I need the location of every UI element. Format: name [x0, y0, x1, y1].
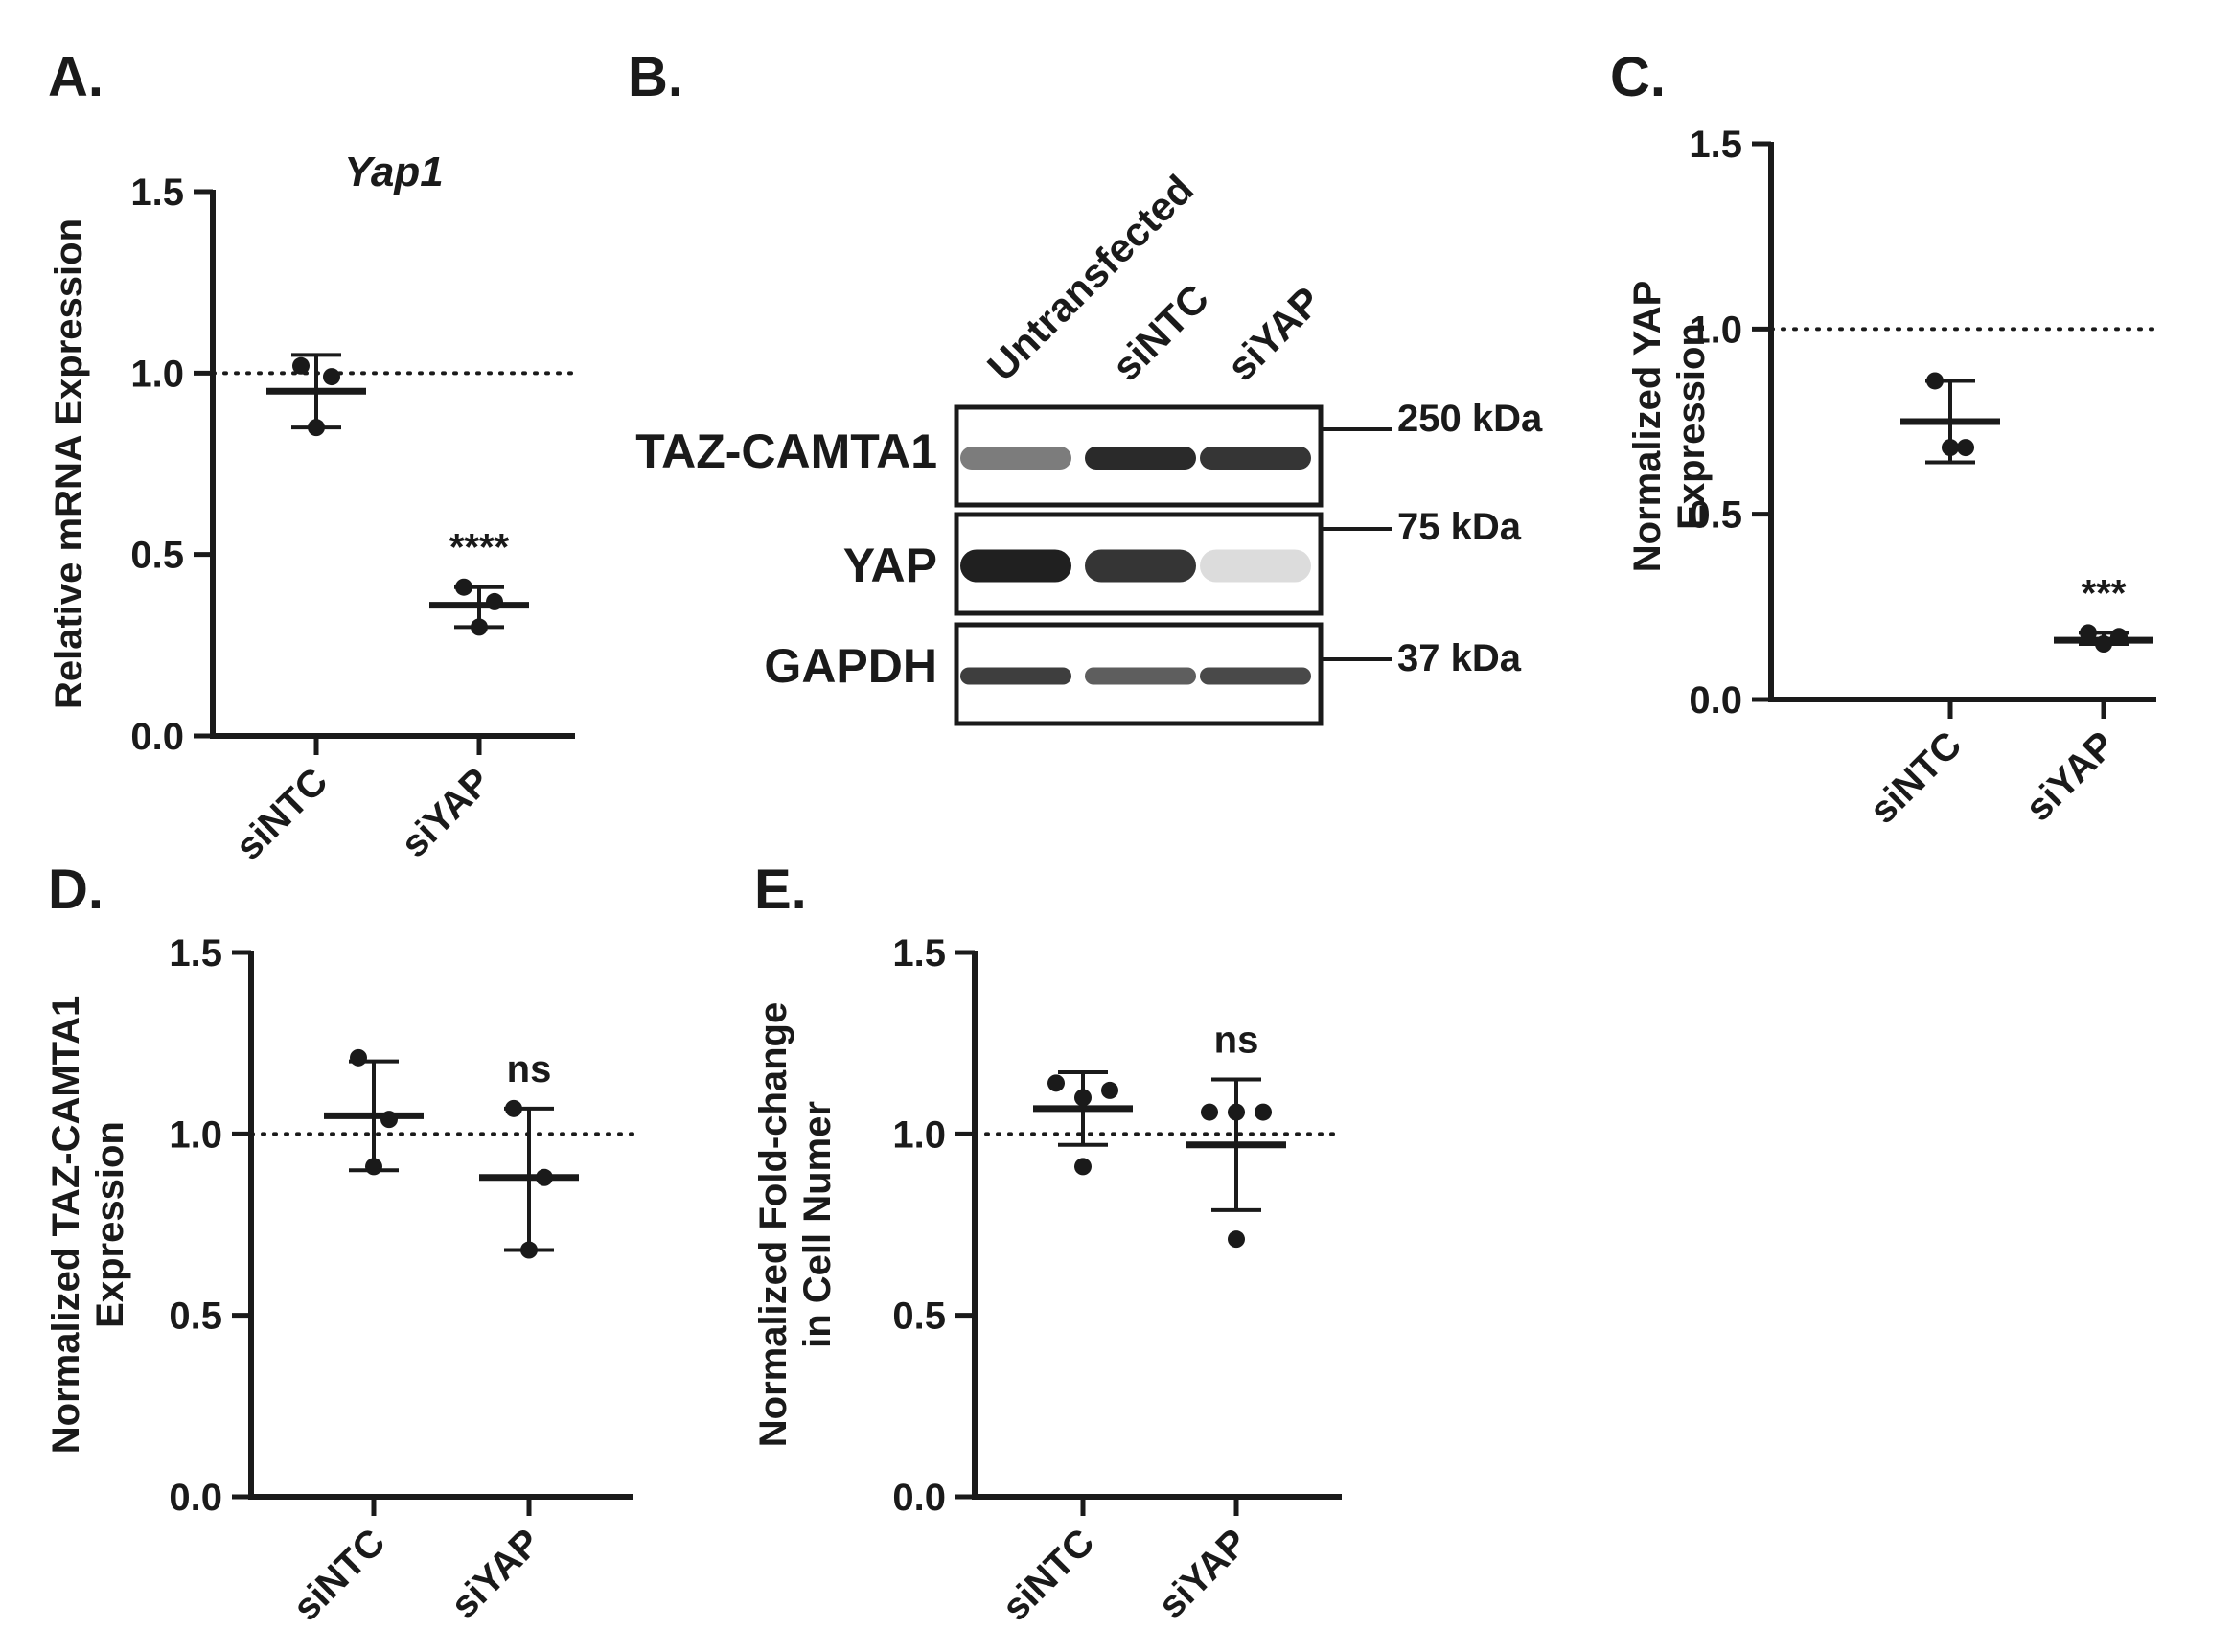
x-tick-label: siNTC [1862, 723, 1970, 832]
significance-label: *** [2082, 572, 2127, 614]
data-point [2095, 635, 2112, 653]
y-tick-label: 1.5 [892, 932, 946, 975]
x-tick-label: siNTC [995, 1521, 1103, 1629]
protein-label: GAPDH [764, 639, 937, 693]
data-point [1228, 1230, 1245, 1249]
data-point [1074, 1089, 1092, 1107]
y-axis-label-line: Expression [89, 1121, 131, 1328]
x-tick-label: siYAP [443, 1521, 548, 1626]
y-axis-label-line: Normalized Fold-change [752, 1002, 794, 1448]
panel-letter: C. [1610, 46, 1666, 108]
data-point [471, 618, 488, 636]
panel-letter: B. [628, 46, 683, 108]
data-point [350, 1048, 367, 1067]
lane-label: siYAP [1218, 278, 1329, 389]
protein-label: TAZ-CAMTA1 [635, 424, 937, 478]
blot-band [960, 667, 1071, 685]
y-tick-label: 1.0 [169, 1113, 222, 1156]
y-tick-label: 1.5 [169, 932, 222, 975]
data-point [323, 368, 340, 386]
y-axis-label-line: Normalized YAP [1626, 281, 1669, 573]
y-axis-label: Normalized YAPExpression [1626, 281, 1713, 573]
marker-label: 250 kDa [1397, 398, 1543, 440]
lane-label: siNTC [1103, 275, 1217, 389]
data-point [365, 1158, 382, 1176]
y-axis-label: Relative mRNA Expression [48, 218, 90, 709]
y-axis-label: Normalized Fold-changein Cell Numer [752, 1002, 839, 1448]
data-point [486, 592, 503, 610]
significance-label: ns [507, 1048, 552, 1090]
x-tick-label: siYAP [2017, 723, 2123, 829]
y-tick-label: 0.0 [892, 1477, 946, 1519]
panel-letter: D. [48, 859, 104, 921]
data-point [1101, 1081, 1118, 1099]
data-point [455, 578, 472, 596]
y-tick-label: 1.0 [130, 353, 184, 395]
blot-band [1200, 447, 1311, 470]
data-point [308, 419, 325, 437]
y-axis-label-line: in Cell Numer [796, 1101, 839, 1348]
data-point [1957, 439, 1974, 457]
data-point [1228, 1103, 1245, 1121]
protein-label: YAP [843, 539, 937, 592]
blot-band [960, 549, 1071, 583]
y-axis-label: Normalized TAZ-CAMTA1Expression [45, 996, 131, 1455]
y-tick-label: 0.5 [892, 1296, 946, 1338]
y-tick-label: 1.5 [1689, 124, 1742, 166]
blot-band [1200, 667, 1311, 685]
panel-letter: A. [48, 46, 104, 108]
y-tick-label: 0.0 [130, 716, 184, 758]
x-tick-label: siNTC [228, 760, 336, 868]
y-tick-label: 0.0 [1689, 679, 1742, 722]
x-tick-label: siNTC [286, 1521, 394, 1629]
x-tick-label: siYAP [1150, 1521, 1255, 1626]
y-tick-label: 1.0 [1689, 309, 1742, 351]
y-tick-label: 0.0 [169, 1477, 222, 1519]
blot-band [960, 447, 1071, 470]
data-point [2110, 628, 2128, 646]
data-point [2080, 624, 2097, 642]
y-tick-label: 1.5 [130, 172, 184, 214]
data-point [1074, 1158, 1092, 1176]
data-point [520, 1241, 538, 1259]
chart-title: Yap1 [344, 149, 444, 195]
y-axis-label-line: Normalized TAZ-CAMTA1 [45, 996, 87, 1455]
data-point [1201, 1103, 1218, 1121]
panel-letter: E. [754, 859, 807, 921]
data-point [505, 1099, 522, 1117]
blot-band [1085, 447, 1196, 470]
x-tick-label: siYAP [393, 760, 498, 865]
blot-band [1085, 549, 1196, 583]
data-point [292, 356, 310, 375]
significance-label: **** [449, 527, 510, 569]
data-point [1926, 372, 1944, 390]
data-point [380, 1111, 398, 1129]
y-tick-label: 0.5 [130, 535, 184, 577]
significance-label: ns [1214, 1020, 1259, 1062]
marker-label: 75 kDa [1397, 506, 1522, 548]
data-point [536, 1168, 553, 1186]
marker-label: 37 kDa [1397, 637, 1522, 679]
data-point [1942, 439, 1959, 457]
y-tick-label: 0.5 [1689, 494, 1742, 537]
y-tick-label: 0.5 [169, 1296, 222, 1338]
blot-band [1200, 549, 1311, 583]
data-point [1047, 1074, 1065, 1092]
blot-band [1085, 667, 1196, 685]
y-axis-label-line: Expression [1670, 323, 1713, 530]
y-tick-label: 1.0 [892, 1113, 946, 1156]
data-point [1255, 1103, 1272, 1121]
